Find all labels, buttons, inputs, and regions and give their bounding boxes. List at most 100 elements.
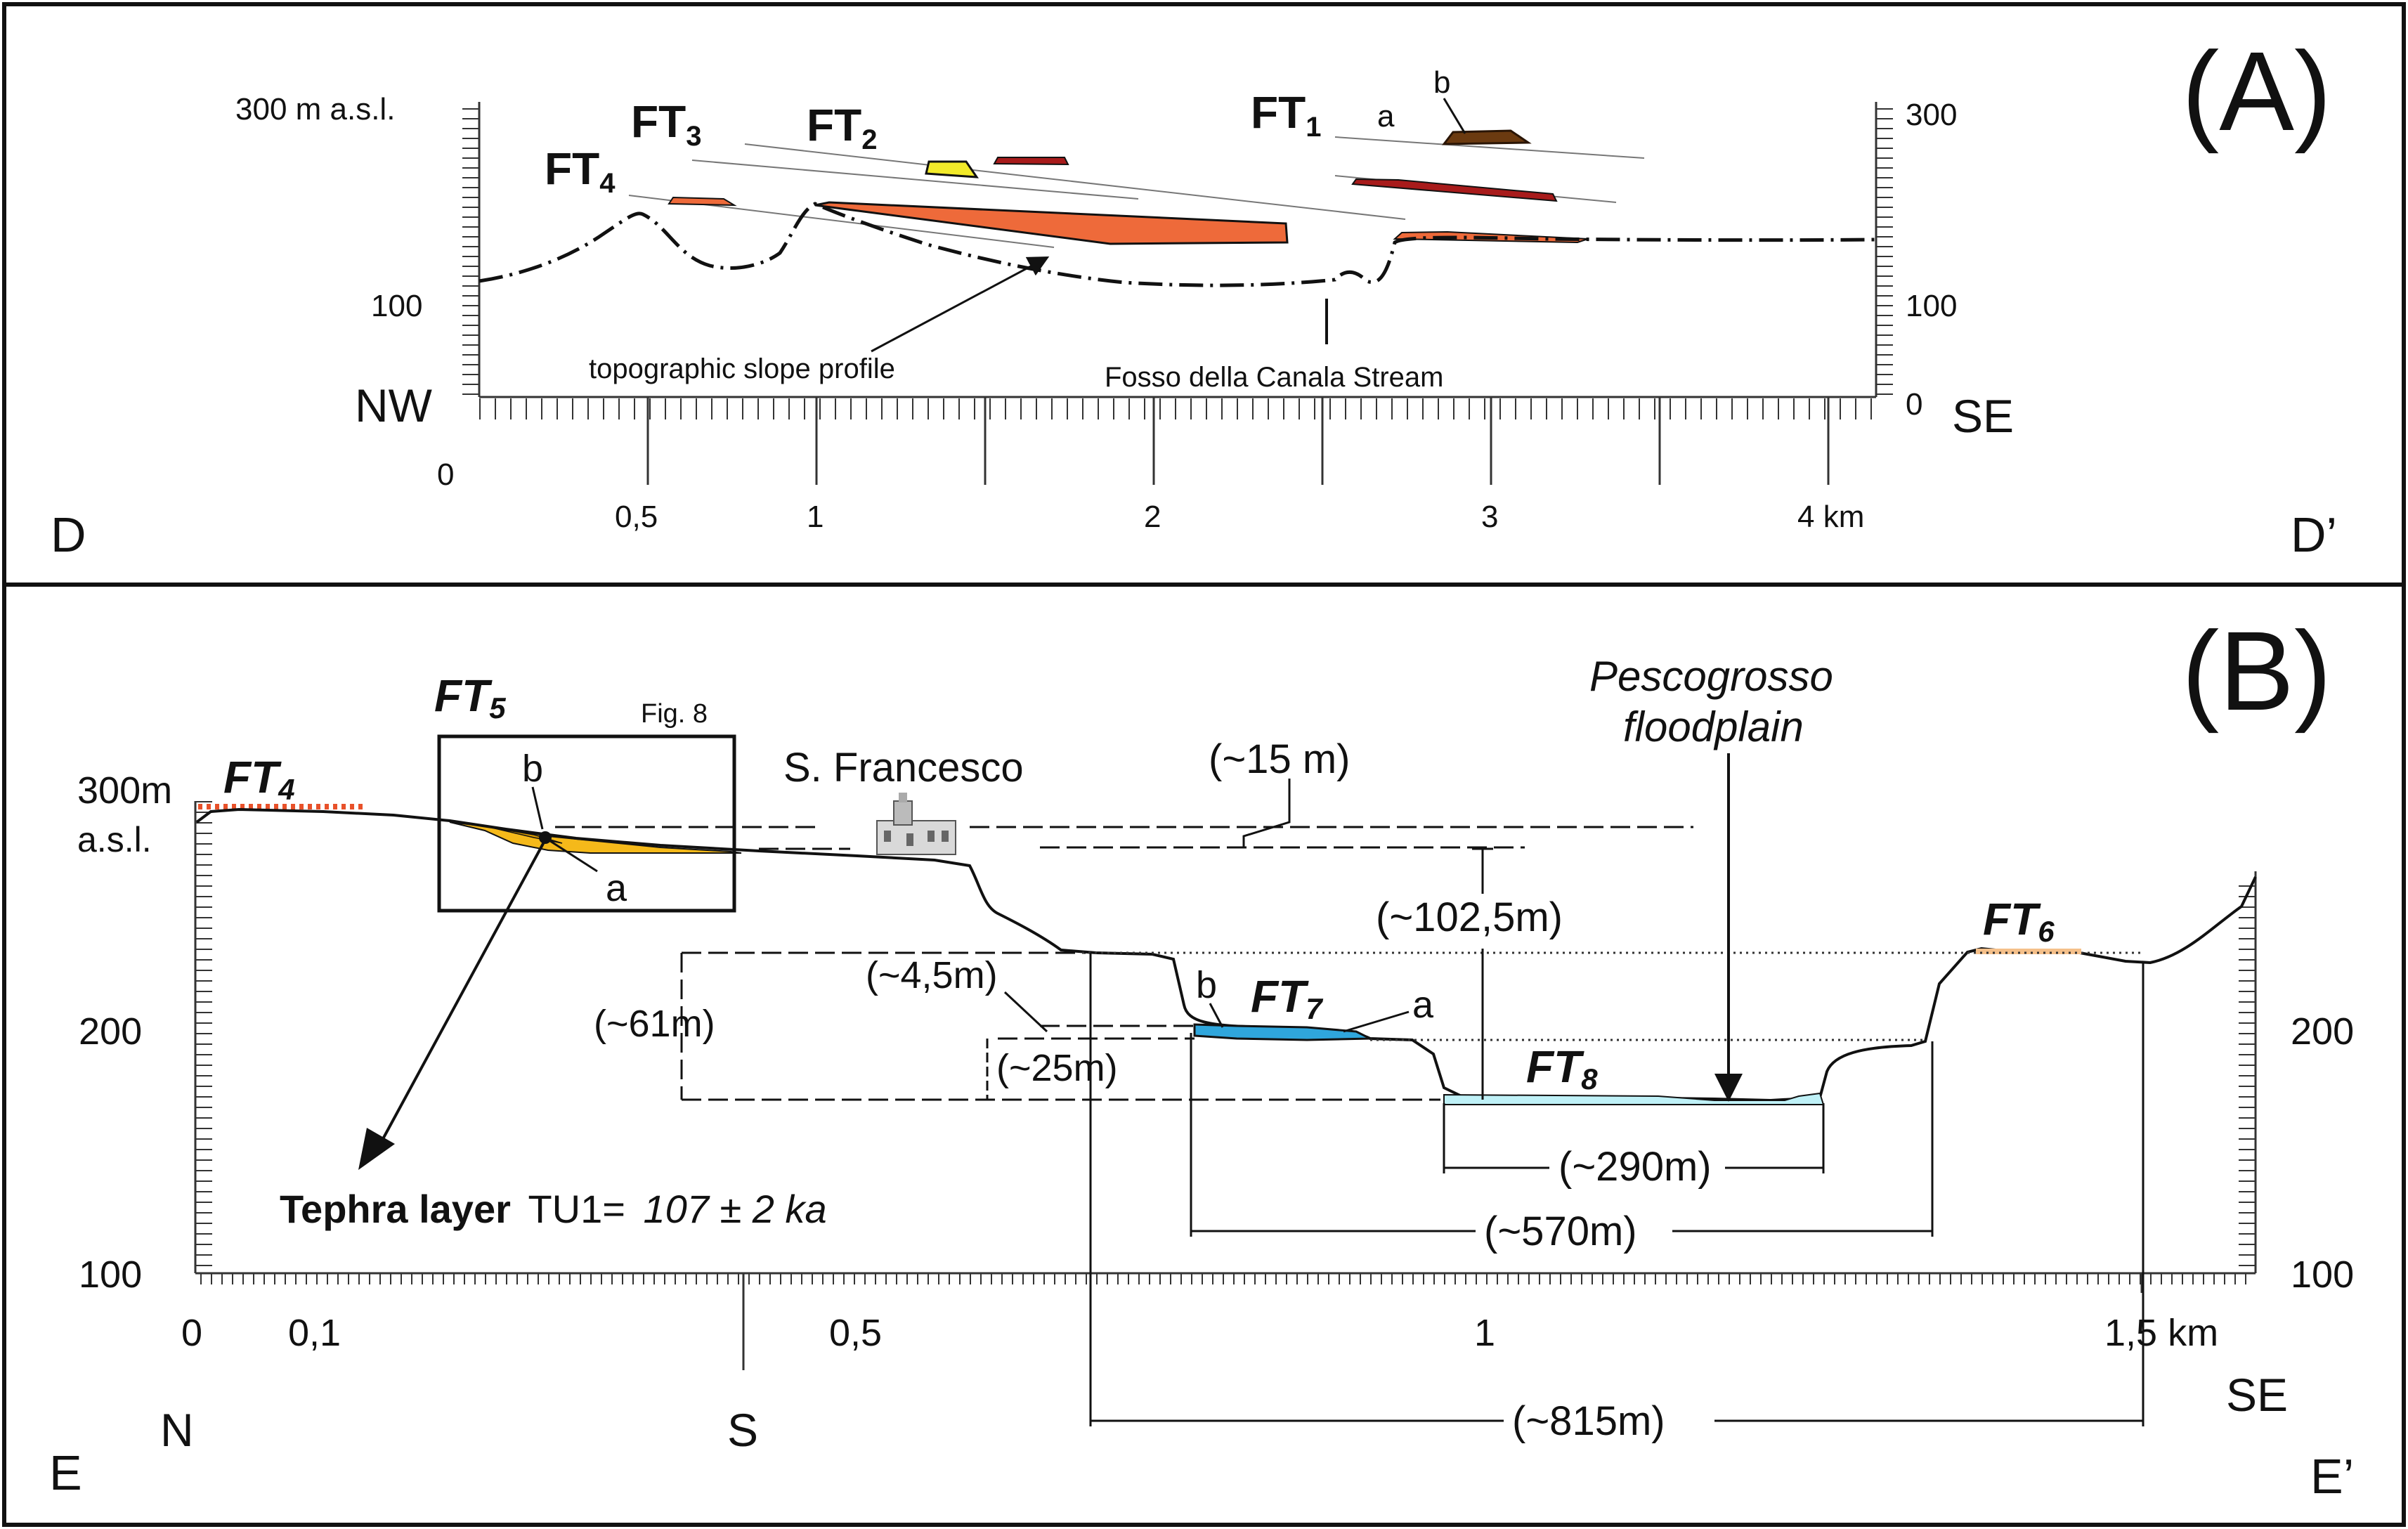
panel-b-left-axis-ticks — [195, 801, 212, 1273]
panel-b-pesco-1: Pescogrosso — [1589, 653, 1833, 700]
panel-b-ft8-deposit — [1443, 1092, 1825, 1105]
panel-b-ft7-label: FT7 — [1251, 971, 1323, 1025]
panel-b-bottom-minor-ticks — [195, 1273, 2256, 1284]
panel-a-ft1-label: FT1 — [1251, 87, 1321, 143]
panel-b-start-letter: E — [49, 1445, 82, 1500]
panel-a-ft3-deposit — [993, 157, 1069, 166]
panel-a-major-ticks — [646, 397, 1830, 485]
panel-b-m570-label: (~570m) — [1484, 1209, 1637, 1254]
panel-a-start-letter: D — [51, 507, 86, 562]
panel-a-right-100: 100 — [1906, 289, 1957, 323]
panel-b-measure-15m — [1242, 779, 1291, 847]
panel-b-fig8-box — [437, 734, 736, 913]
panel-b-measure-1025m — [1472, 847, 1493, 1100]
panel-a-a-label: a — [1377, 99, 1395, 134]
panel-b-ft5-a: a — [606, 867, 627, 909]
panel-a-ft4-label: FT4 — [545, 143, 616, 199]
panel-b-se: SE — [2226, 1369, 2288, 1421]
panel-a-ft4-deposit — [668, 196, 737, 207]
panel-b-ft7-a: a — [1412, 984, 1434, 1026]
panel-b-left-100: 100 — [79, 1254, 142, 1296]
panel-b-s: S — [727, 1404, 758, 1456]
panel-a-se: SE — [1952, 390, 2014, 442]
panel-a-ft3-label: FT3 — [631, 96, 701, 152]
panel-a-ft2-deposit — [925, 160, 979, 178]
panel-b-fig8-label: Fig. 8 — [641, 699, 708, 729]
panel-b-m290-label: (~290m) — [1558, 1144, 1712, 1190]
panel-a-left-axis-ticks — [462, 102, 479, 397]
panel-a-ft4-main-deposit — [814, 201, 1289, 245]
panel-a-ft2-label: FT2 — [807, 100, 877, 155]
panel-b-ft5-label: FT5 — [434, 670, 506, 724]
panel-b-elev-300: 300m — [77, 769, 172, 812]
panel-b-end-letter: E’ — [2310, 1449, 2354, 1504]
panel-b-m1025-label: (~102,5m) — [1376, 894, 1563, 940]
panel-b-s-francesco-label: S. Francesco — [783, 745, 1024, 790]
panel-a-ft1-dark-deposit — [1351, 178, 1558, 202]
panel-b-dashed-lines — [555, 826, 1693, 1101]
panel-b-dist-15: 1,5 km — [2104, 1312, 2218, 1354]
panel-a-topographic-label: topographic slope profile — [589, 353, 895, 384]
panel-b-dist-05: 0,5 — [829, 1312, 882, 1354]
panel-b-m25-label: (~25m) — [996, 1047, 1118, 1089]
panel-b-topographic-surface — [195, 807, 2257, 1102]
panel-b-ft4-label: FT4 — [223, 752, 295, 806]
panel-a-elev-100-left: 100 — [371, 289, 422, 323]
panel-b-dotted-lines — [1082, 951, 2142, 1041]
panel-b-ft7-b-pointer — [1209, 1003, 1224, 1028]
panel-b-n: N — [160, 1404, 194, 1456]
panel-a-bottom-minor-ticks — [479, 398, 1877, 419]
panel-a-dist-3: 3 — [1481, 500, 1498, 534]
panel-b-right-200: 200 — [2291, 1010, 2354, 1053]
panel-b-ft5-a-pointer — [547, 838, 598, 873]
panel-a-ft1-deposit — [1441, 129, 1532, 145]
panel-a-dist-05: 0,5 — [615, 500, 658, 534]
panel-b-tephra-label: Tephra layer TU1= 107 ± 2 ka — [280, 1187, 827, 1231]
panel-a-nw: NW — [355, 379, 433, 431]
panel-b-m45-label: (~4,5m) — [866, 954, 998, 996]
panel-b-label: (B) — [2182, 608, 2331, 734]
panel-a-end-letter: D’ — [2291, 507, 2337, 562]
panel-a-dist-4: 4 km — [1797, 500, 1864, 534]
panel-b-ft5-b: b — [522, 748, 543, 790]
panel-a-elev-300-label: 300 m a.s.l. — [235, 92, 395, 126]
panel-b-m15-label: (~15 m) — [1209, 736, 1350, 782]
panel-b-right-axis-ticks — [2239, 878, 2256, 1273]
panel-a: (A) D D’ 300 m a.s.l. 100 NW 300 100 0 S… — [51, 28, 2337, 562]
panel-b-dist-01: 0,1 — [288, 1312, 341, 1354]
panel-b-ft7-a-pointer — [1343, 1010, 1410, 1033]
panel-a-stream-label: Fosso della Canala Stream — [1105, 362, 1443, 393]
panel-b-dist-1: 1 — [1474, 1312, 1495, 1354]
panel-b-measure-570m — [1190, 1033, 1934, 1237]
panel-b-m61-label: (~61m) — [594, 1003, 715, 1045]
panel-b-ft7-b: b — [1196, 964, 1217, 1006]
panel-a-b-pointer — [1443, 98, 1466, 134]
panel-b-right-100: 100 — [2291, 1254, 2354, 1296]
panel-b-dist-0: 0 — [181, 1312, 202, 1354]
panel-a-right-axis-ticks — [1876, 102, 1893, 397]
panel-a-topographic-profile — [479, 202, 1877, 287]
panel-a-topographic-arrow — [871, 256, 1050, 353]
panel-b-ft6-label: FT6 — [1983, 894, 2055, 948]
panel-b-tephra-arrow — [378, 839, 547, 1146]
panel-b-tephra-arrowhead — [358, 1128, 395, 1170]
panel-b-ft8-label: FT8 — [1526, 1041, 1598, 1095]
panel-b-m45-pointer — [1003, 991, 1048, 1033]
panel-b-measure-290m — [1443, 1103, 1825, 1173]
panel-b: (B) E E’ 300m a.s.l. 200 100 200 100 0 0… — [49, 608, 2354, 1504]
panel-a-dist-1: 1 — [807, 500, 824, 534]
panel-b-asl: a.s.l. — [77, 820, 152, 859]
panel-a-right-0: 0 — [1906, 387, 1922, 422]
panel-a-b-label: b — [1433, 65, 1450, 100]
panel-b-left-200: 200 — [79, 1010, 142, 1053]
panel-b-pesco-2: floodplain — [1623, 703, 1804, 750]
panel-a-dist-2: 2 — [1144, 500, 1161, 534]
panel-b-ft7-deposit — [1193, 1023, 1371, 1041]
panel-a-right-300: 300 — [1906, 98, 1957, 132]
panel-b-major-ticks — [742, 1273, 2143, 1370]
panel-a-label: (A) — [2182, 28, 2331, 154]
panel-b-ft5-b-pointer — [531, 786, 544, 830]
panel-a-dist-0: 0 — [437, 457, 454, 492]
